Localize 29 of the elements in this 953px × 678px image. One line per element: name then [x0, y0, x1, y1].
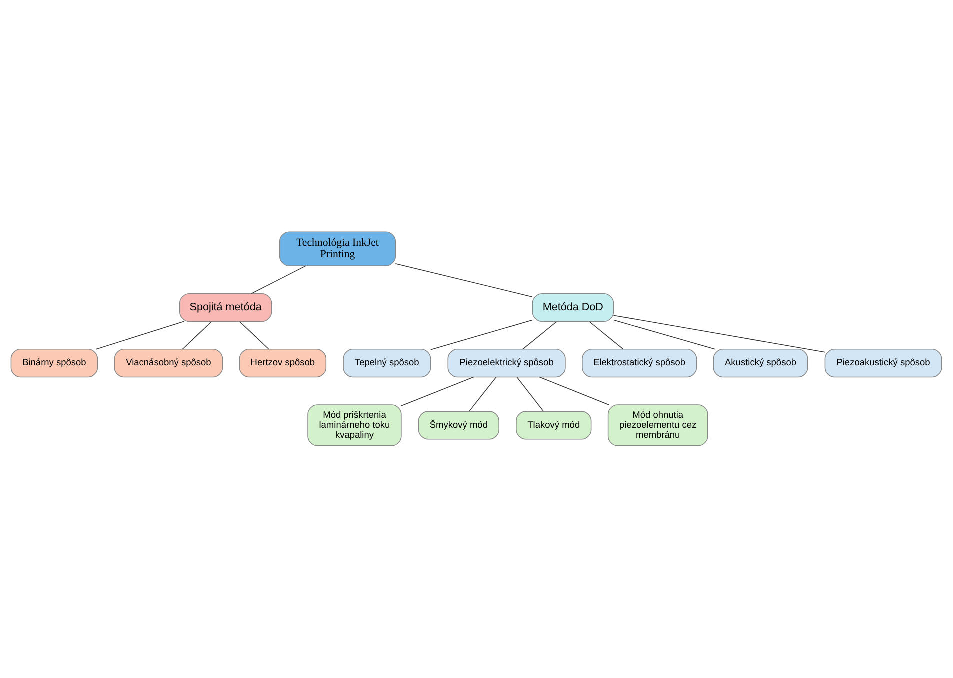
connector	[401, 376, 474, 406]
connector	[251, 266, 306, 294]
connector	[614, 320, 716, 350]
node-box: Mód priškrtenia laminárneho toku kvapaliny	[308, 404, 402, 446]
node-box: Tepelný spôsob	[343, 349, 432, 378]
node-box: Tlakový mód	[516, 411, 592, 440]
connector	[395, 264, 533, 298]
connector	[240, 321, 270, 350]
connector	[430, 320, 533, 350]
connector	[522, 321, 558, 350]
connector	[96, 321, 184, 350]
connector	[613, 315, 826, 353]
connector	[539, 376, 610, 406]
node-box: Spojitá metóda	[180, 293, 272, 322]
node-box: Metóda DoD	[532, 293, 614, 322]
connector	[468, 376, 497, 412]
connector	[589, 321, 624, 350]
connector	[516, 376, 544, 412]
node-box: Binárny spôsob	[10, 349, 98, 378]
node-box: Viacnásobný spôsob	[114, 349, 224, 378]
node-box: Piezoelektrický spôsob	[448, 349, 566, 378]
node-box: Technológia InkJet Printing	[279, 232, 396, 266]
connector	[182, 321, 212, 350]
node-box: Akustický spôsob	[713, 349, 808, 378]
node-box: Mód ohnutia piezoelementu cez membránu	[608, 404, 708, 446]
node-box: Elektrostatický spôsob	[582, 349, 698, 378]
node-box: Hertzov spôsob	[239, 349, 327, 378]
node-box: Šmykový mód	[418, 411, 500, 440]
node-box: Piezoakustický spôsob	[824, 349, 942, 378]
